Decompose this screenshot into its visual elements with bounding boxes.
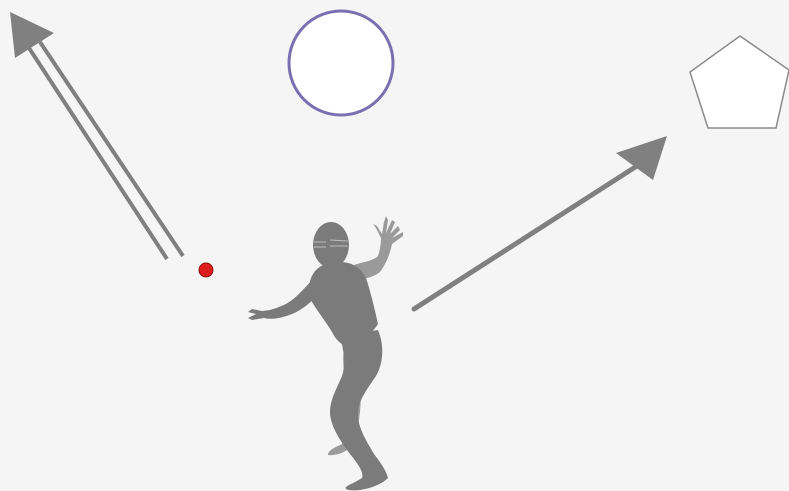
ball-icon bbox=[199, 263, 213, 277]
arrow-line-outer bbox=[29, 48, 167, 259]
pentagon-icon bbox=[690, 36, 789, 128]
arrow-line-inner bbox=[40, 42, 183, 256]
circle-icon bbox=[289, 11, 393, 115]
double-line-arrow-icon bbox=[10, 12, 183, 259]
arrow-icon bbox=[414, 136, 667, 309]
human-silhouette-icon bbox=[248, 216, 403, 490]
figure-front-arm bbox=[248, 274, 320, 320]
figure-head bbox=[313, 222, 349, 268]
arrow-shaft bbox=[414, 164, 640, 309]
